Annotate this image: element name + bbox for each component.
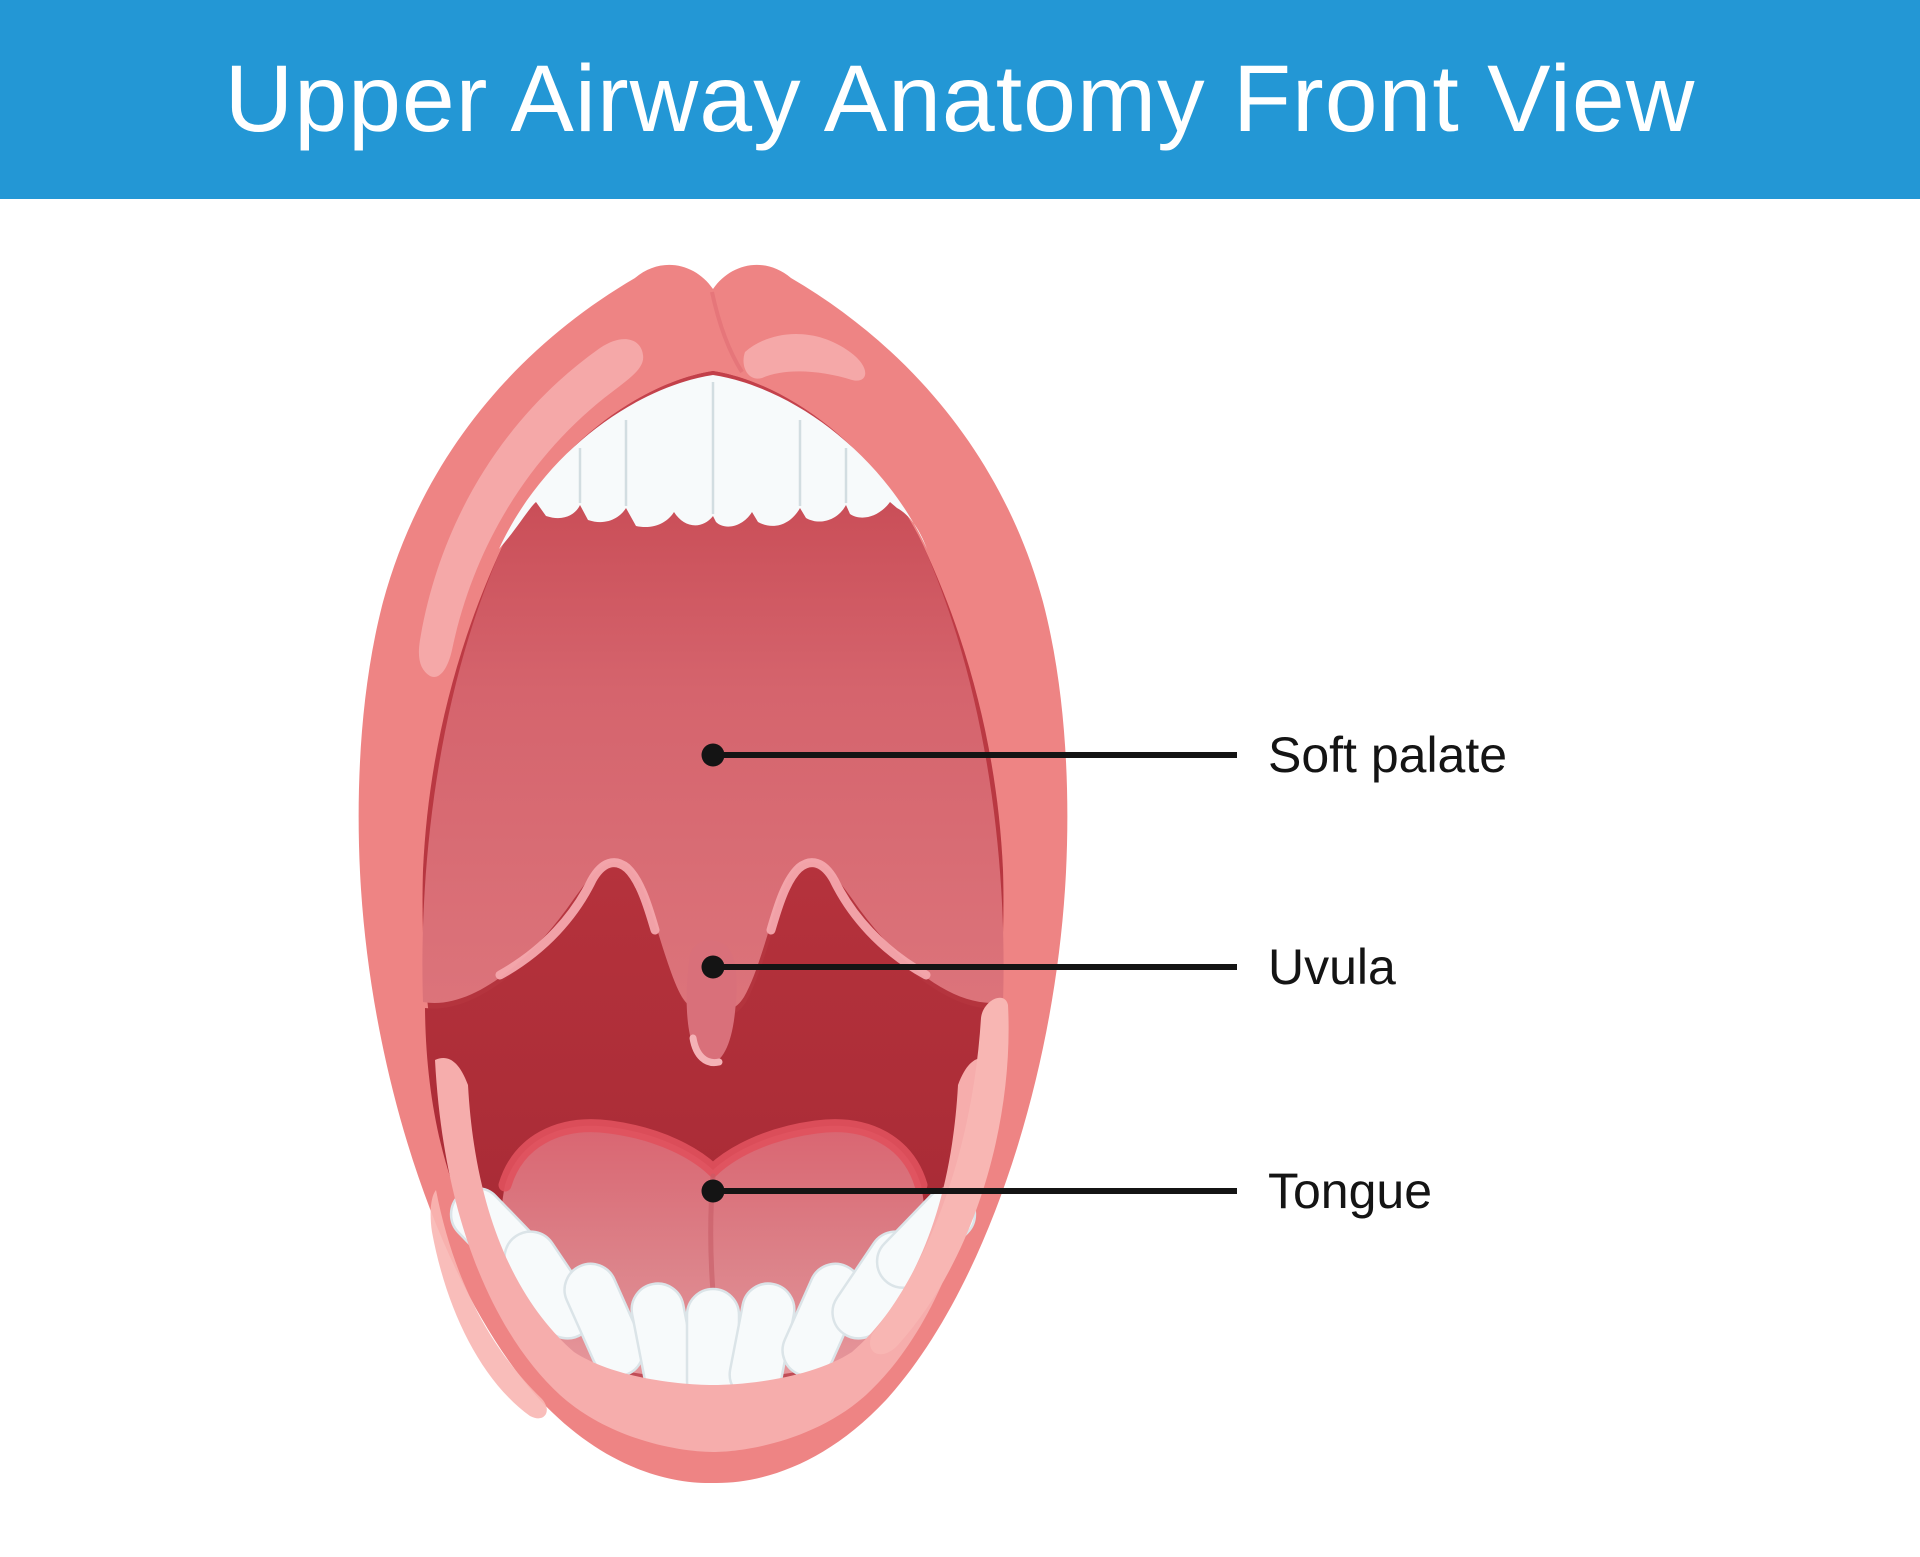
inner-lower-lip bbox=[435, 1058, 991, 1452]
leader-lines bbox=[713, 752, 1237, 1194]
page-title: Upper Airway Anatomy Front View bbox=[224, 46, 1696, 152]
uvula-tip-highlight bbox=[689, 1034, 723, 1067]
upper-lip-center-crease bbox=[710, 291, 744, 374]
tongue-rim bbox=[498, 1119, 928, 1192]
pointer-dot-tongue bbox=[701, 1179, 725, 1203]
upper-teeth-separators bbox=[578, 382, 848, 514]
lower-lip-right-shine bbox=[870, 997, 1009, 1355]
pointer-dot-uvula bbox=[701, 955, 725, 979]
pointer-dots bbox=[701, 743, 725, 1203]
label-tongue: Tongue bbox=[1268, 1163, 1433, 1219]
upper-lip-right-highlight bbox=[743, 333, 866, 381]
label-soft-palate: Soft palate bbox=[1268, 727, 1508, 783]
soft-palate bbox=[422, 371, 1004, 1012]
title-bar: Upper Airway Anatomy Front View bbox=[0, 0, 1920, 199]
left-arch-highlight bbox=[495, 858, 660, 980]
uvula bbox=[686, 940, 737, 1064]
lower-lip-left-shine bbox=[430, 1190, 547, 1419]
pointer-dot-soft-palate bbox=[701, 743, 725, 767]
label-uvula: Uvula bbox=[1268, 939, 1396, 995]
right-arch-highlight bbox=[766, 858, 931, 980]
upper-lip-left-highlight bbox=[418, 339, 644, 677]
